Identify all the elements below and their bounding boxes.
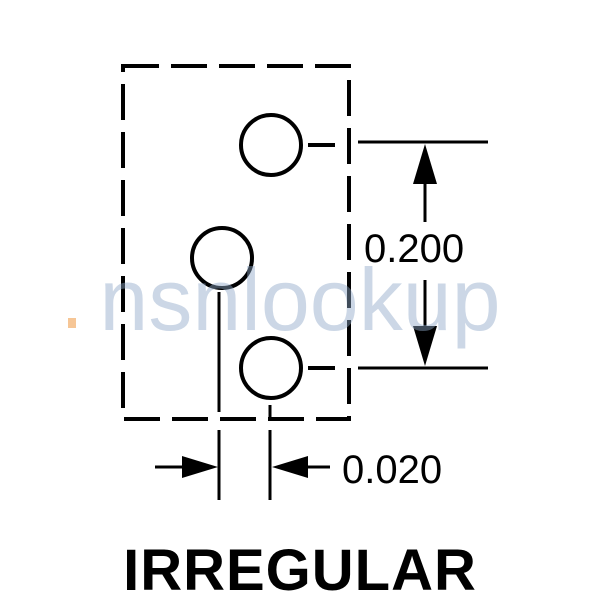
pin-top-right: [239, 113, 303, 177]
package-outline: [121, 64, 351, 421]
pin-bottom-right: [239, 336, 303, 400]
arrow-left-icon: [272, 456, 308, 478]
dimension-label-vertical: 0.200: [364, 227, 464, 271]
watermark-dot: [68, 318, 76, 328]
arrow-down-icon: [413, 326, 437, 366]
dimension-label-horizontal: 0.020: [342, 448, 442, 492]
pin-middle-left: [190, 226, 254, 290]
watermark-text: nsnlookup: [99, 250, 500, 349]
arrow-up-icon: [413, 144, 437, 184]
dimension-label-background: [362, 226, 488, 274]
arrow-right-icon: [182, 456, 218, 478]
diagram-caption: IRREGULAR: [123, 538, 477, 600]
